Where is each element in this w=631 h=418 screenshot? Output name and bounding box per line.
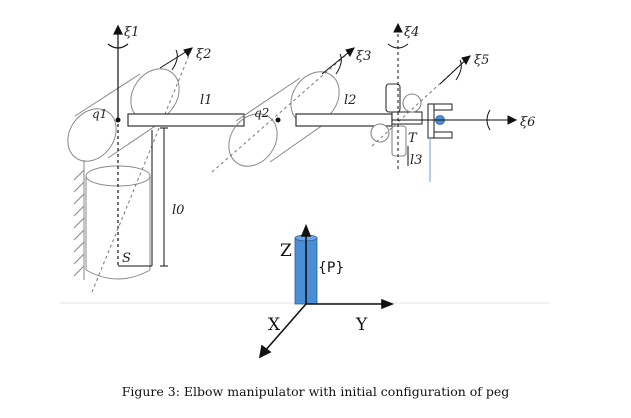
q2-point [275, 117, 281, 123]
xi5-label: ξ5 [474, 53, 489, 68]
xi5-axis [371, 55, 471, 147]
xi4-axis [387, 22, 409, 172]
l0-label: l0 [172, 203, 184, 218]
q1-label: q1 [92, 107, 107, 121]
frame-t-label: T [408, 131, 418, 146]
xi6-axis [392, 109, 518, 131]
xi2-label: ξ2 [196, 47, 211, 62]
joint2-cylinder [228, 71, 340, 167]
y-axis-label: Y [355, 315, 368, 335]
l3-label: l3 [410, 153, 422, 168]
y-axis-arrow [306, 298, 395, 310]
l2-label: l2 [344, 93, 356, 108]
link1 [127, 113, 245, 127]
q1-point [115, 117, 121, 123]
l0-dimension [160, 127, 168, 267]
x-axis-label: X [268, 315, 281, 335]
frame-s-label: S [122, 251, 131, 266]
frame-s-box [118, 130, 153, 267]
figure-caption: Figure 3: Elbow manipulator with initial… [121, 384, 510, 399]
xi1-axis [107, 24, 129, 268]
gripper [427, 103, 453, 139]
xi1-label: ξ1 [124, 25, 139, 40]
z-axis-label: Z [280, 241, 292, 261]
xi2-axis [91, 47, 193, 293]
x-axis-arrow [258, 303, 307, 359]
q2-label: q2 [254, 106, 269, 120]
xi4-label: ξ4 [404, 25, 419, 40]
xi6-label: ξ6 [520, 115, 535, 130]
xi3-label: ξ3 [356, 49, 371, 64]
xi3-axis [211, 47, 355, 173]
z-axis-arrow [300, 223, 312, 304]
l1-label: l1 [200, 93, 212, 108]
ground-hatching [73, 160, 85, 280]
peg-frame-label: {P} [318, 260, 344, 276]
